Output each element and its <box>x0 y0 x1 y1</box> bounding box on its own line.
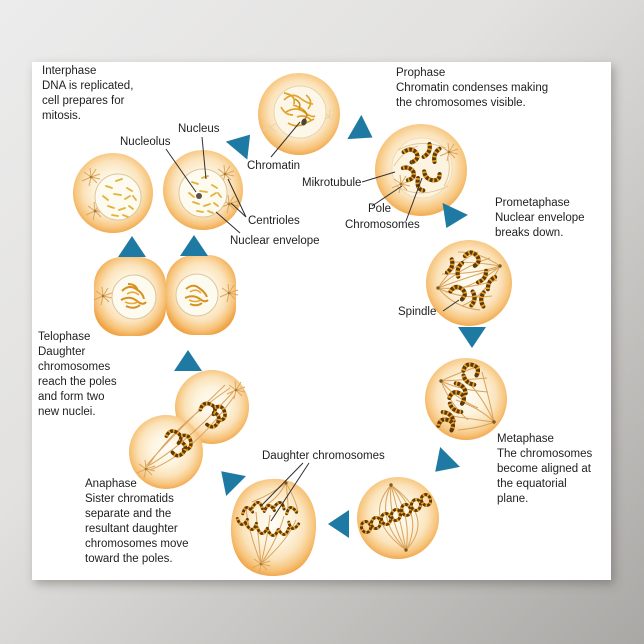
interphase-cell-right <box>163 150 243 230</box>
prophase-cell <box>375 124 467 216</box>
arrow-metaphase-to-plate <box>425 447 460 482</box>
anaphase-desc: Sister chromatids separate and the resul… <box>85 493 189 565</box>
chromosomes-label: Chromosomes <box>345 219 420 231</box>
prophase-text: Prophase Chromatin condenses making the … <box>396 66 548 111</box>
anaphase-cell <box>230 478 317 577</box>
metaphase-plate-cell <box>357 477 439 559</box>
centriole-blob <box>301 118 307 126</box>
centrioles-label: Centrioles <box>248 215 300 227</box>
prometaphase-text: Prometaphase Nuclear envelope breaks dow… <box>495 196 585 241</box>
arrow-interphase-to-chromatin <box>225 125 261 160</box>
arrow-chromatin-to-prophase <box>347 114 380 150</box>
prometaphase-title: Prometaphase <box>495 197 570 209</box>
interphase-desc: DNA is replicated, cell prepares for mit… <box>42 80 134 122</box>
chromatin-label: Chromatin <box>247 160 301 172</box>
arrow-telophase-to-interphase-left <box>118 236 146 257</box>
anaphase-text: Anaphase Sister chromatids separate and … <box>85 477 189 567</box>
mitosis-cycle-diagram <box>73 73 512 577</box>
daughter-chromosomes-label: Daughter chromosomes <box>262 450 385 462</box>
arrow-prometaphase-to-metaphase <box>458 327 486 348</box>
mitosis-poster: Interphase DNA is replicated, cell prepa… <box>32 62 611 580</box>
telophase-cell-pair <box>93 255 239 336</box>
early-telophase-cell <box>129 370 249 489</box>
metaphase-cell <box>425 358 507 440</box>
nucleolus-label: Nucleolus <box>120 136 171 148</box>
telophase-title: Telophase <box>38 331 91 343</box>
metaphase-title: Metaphase <box>497 433 554 445</box>
prophase-title: Prophase <box>396 67 446 79</box>
interphase-text: Interphase DNA is replicated, cell prepa… <box>42 64 133 124</box>
arrow-plate-to-anaphase <box>328 510 349 538</box>
telophase-text: Telophase Daughter chromosomes reach the… <box>38 330 117 420</box>
arrow-telophase-to-interphase-right <box>180 235 208 256</box>
interphase-cell-left <box>73 153 153 233</box>
metaphase-desc: The chromosomes become aligned at the eq… <box>497 448 593 505</box>
prometaphase-cell <box>426 240 512 326</box>
pole-label: Pole <box>368 203 392 215</box>
chromatin-cell <box>258 73 340 155</box>
arrow-anaphase-to-early-telophase <box>211 461 246 496</box>
interphase-title: Interphase <box>42 65 97 77</box>
label-pointer-lines <box>165 121 460 522</box>
nucleus-label: Nucleus <box>178 123 220 135</box>
metaphase-text: Metaphase The chromosomes become aligned… <box>497 432 592 507</box>
arrow-early-to-late-telophase <box>174 350 202 371</box>
spindle-label: Spindle <box>398 306 437 318</box>
prometaphase-desc: Nuclear envelope breaks down. <box>495 212 585 239</box>
mikrotubule-label: Mikrotubule <box>302 177 362 189</box>
anaphase-title: Anaphase <box>85 478 137 490</box>
nuclear-envelope-label: Nuclear envelope <box>230 235 320 247</box>
nucleolus-dot <box>196 193 202 199</box>
telophase-desc: Daughter chromosomes reach the poles and… <box>38 346 117 418</box>
prophase-desc: Chromatin condenses making the chromosom… <box>396 82 549 109</box>
